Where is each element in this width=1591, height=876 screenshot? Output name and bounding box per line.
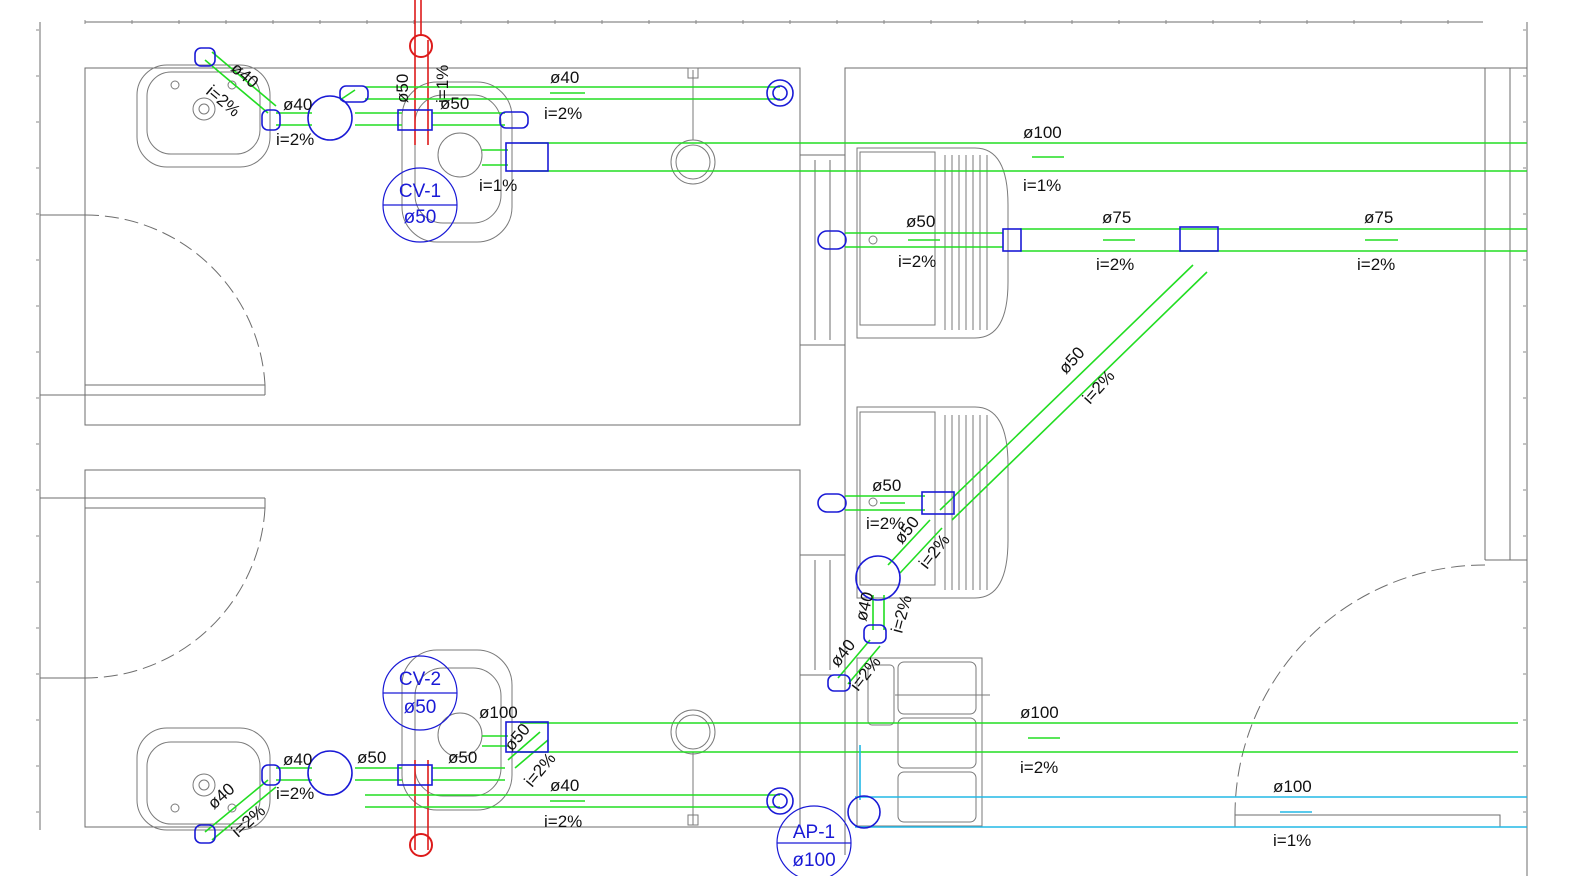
label-t1-vert-dia: ø50 [393,74,412,103]
wc1-fitting-icon [505,142,549,172]
label-t1-top-slope: i=2% [544,104,582,123]
shower-2-icon [670,709,716,826]
lavatory-2-icon [136,727,271,831]
label-t1-top-dia: ø40 [550,68,579,87]
label-t2-box2-dia: ø50 [357,748,386,767]
wc2-fitting-icon [505,721,549,753]
tag-cv2: CV-2 ø50 [382,655,458,731]
label-sink-top-slope: i=2% [898,252,936,271]
fittings [194,47,1219,844]
floor-drain-1-icon [766,79,794,107]
label-main-top-slope: i=1% [1023,176,1061,195]
sink-trap-1-icon [817,230,847,250]
laundry-tub-top-icon [856,147,1009,339]
laundry-tub-mid-icon [856,406,1009,599]
tag-ap1-code: AP-1 [793,822,835,843]
label-t2-wc-dia: ø100 [479,703,518,722]
pipe-labels: ø40 i=2% ø40 i=2% ø50 i=1% ø50 ø40 i=2% … [202,59,1395,850]
label-main-top-dia: ø100 [1023,123,1062,142]
junction-box-3-icon [855,555,901,601]
label-t1-wc-slope: i=1% [479,176,517,195]
tag-ap1-diameter: ø100 [792,850,835,871]
shower-1-icon [670,67,716,185]
label-t2-bot-slope: i=2% [544,812,582,831]
reducer-icon [1002,228,1022,252]
label-t2-box-slope: i=2% [276,784,314,803]
tag-cv1-diameter: ø50 [404,207,437,228]
label-t2-box-dia: ø40 [283,750,312,769]
lav2-trap-icon [194,824,216,844]
drain-pipes [204,51,1527,841]
lav1-trap-icon [194,47,216,67]
label-t1-lav-dia: ø40 [227,59,262,92]
wye-fitting-icon [1179,226,1219,252]
label-sink-mid-dia: ø50 [872,476,901,495]
storm-pipe [855,745,1527,828]
label-t1-box-slope: i=2% [276,130,314,149]
label-main-bot-slope: i=2% [1020,758,1058,777]
label-v-slope: i=2% [888,593,916,635]
junction-box-1-icon [307,95,353,141]
tag-cv2-code: CV-2 [399,669,441,690]
label-storm-slope: i=1% [1273,831,1311,850]
label-storm-dia: ø100 [1273,777,1312,796]
label-sink-top-dia: ø50 [906,212,935,231]
tag-ap1: AP-1 ø100 [776,805,852,876]
grid-ticks [36,20,1526,813]
wye-fitting-2-icon [921,491,955,515]
tag-cv2-diameter: ø50 [404,697,437,718]
junction-box-2-icon [307,750,353,796]
toilet-2-icon [401,649,513,811]
washing-machine-icon [856,657,990,827]
sink-trap-2-icon [817,493,847,513]
label-diag-dia: ø50 [1055,343,1089,377]
floor-drain-2-icon [766,787,794,815]
label-diag-slope: i=2% [1079,367,1119,408]
label-t1-vert-slope: i=1% [433,65,452,103]
label-k-slope: i=2% [846,653,885,695]
label-t2-bot-dia: ø40 [550,776,579,795]
storm-drain-icon [847,795,881,829]
vent-pipes [409,0,433,857]
label-t1-box-dia: ø40 [283,95,312,114]
fixtures [136,64,1009,831]
label-run-75a-slope: i=2% [1096,255,1134,274]
label-run-75b-dia: ø75 [1364,208,1393,227]
label-t2-mid-dia: ø50 [448,748,477,767]
tag-cv1: CV-1 ø50 [382,167,458,243]
label-sink-mid-slope: i=2% [866,514,904,533]
label-run-75a-dia: ø75 [1102,208,1131,227]
toilet-1-icon [401,81,513,243]
label-main-bot-dia: ø100 [1020,703,1059,722]
label-run-75b-slope: i=2% [1357,255,1395,274]
wc2-tee-icon [397,764,433,786]
label-k-dia: ø40 [826,636,859,671]
tag-cv1-code: CV-1 [399,181,441,202]
walls [39,21,1528,876]
label-t1-wc-branch-dia: ø50 [440,94,469,113]
lavatory-1-icon [136,64,271,168]
wc1-tee-icon [397,109,433,131]
